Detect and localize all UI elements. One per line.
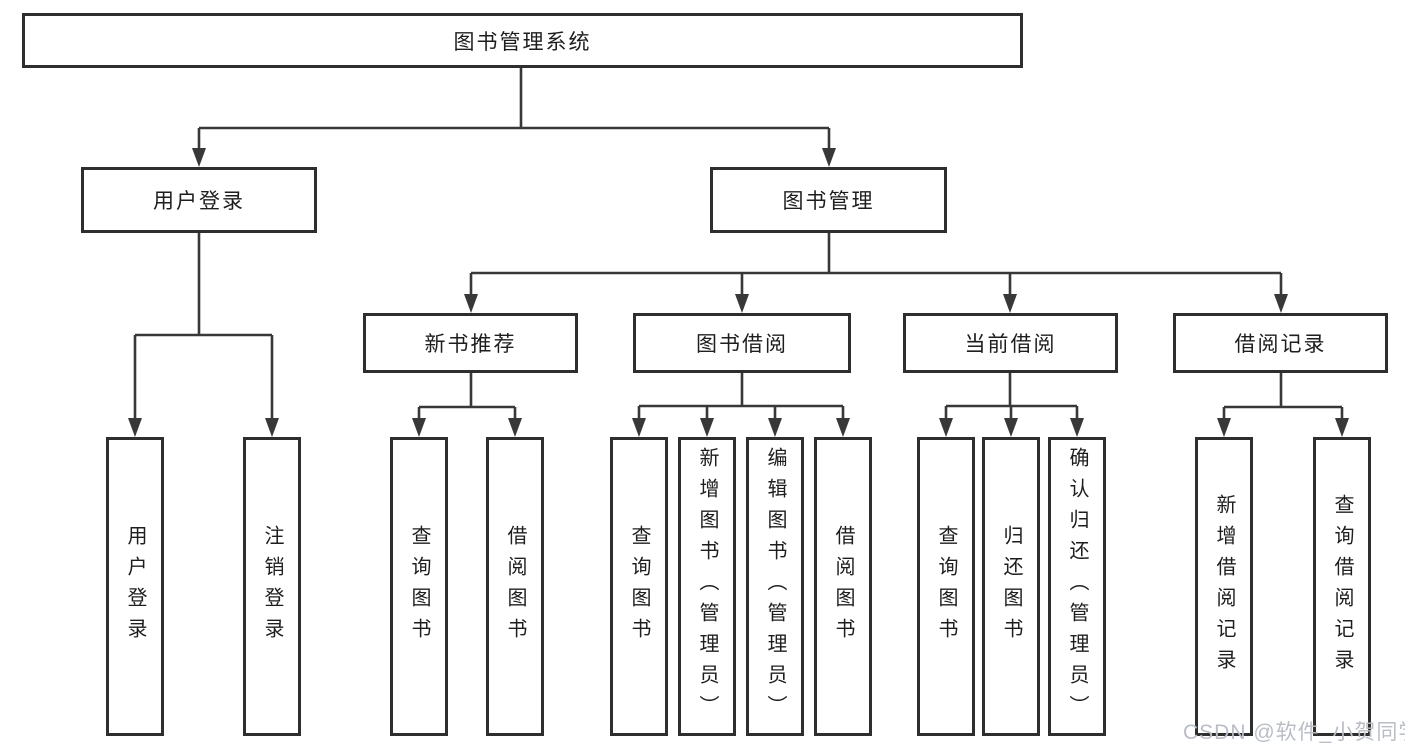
node-user-login: 用户登录	[81, 167, 317, 233]
leaf-current-confirm-return-admin: 确认归还（管理员）	[1048, 437, 1106, 736]
leaf-borrow-add-books-admin-label: 新增图书（管理员）	[696, 447, 718, 726]
arrowheads	[128, 148, 1349, 437]
leaf-borrow-borrow-books: 借阅图书	[814, 437, 872, 736]
leaf-records-add-record-label: 新增借阅记录	[1213, 493, 1235, 680]
node-current-borrow: 当前借阅	[903, 313, 1118, 373]
node-book-management: 图书管理	[710, 167, 947, 233]
leaf-records-query-record-label: 查询借阅记录	[1331, 493, 1353, 680]
leaf-current-return-books: 归还图书	[982, 437, 1040, 736]
node-new-book-recommend: 新书推荐	[363, 313, 578, 373]
leaf-current-query-books-label: 查询图书	[935, 524, 957, 649]
node-root-library-system: 图书管理系统	[22, 13, 1023, 68]
leaf-recommend-borrow-books: 借阅图书	[486, 437, 544, 736]
leaf-current-confirm-return-admin-label: 确认归还（管理员）	[1066, 447, 1088, 726]
leaf-current-return-books-label: 归还图书	[1000, 524, 1022, 649]
leaf-recommend-query-books-label: 查询图书	[408, 524, 430, 649]
leaf-borrow-borrow-books-label: 借阅图书	[832, 524, 854, 649]
leaf-borrow-query-books: 查询图书	[610, 437, 668, 736]
leaf-user-login-label: 用户登录	[124, 524, 146, 649]
leaf-borrow-query-books-label: 查询图书	[628, 524, 650, 649]
leaf-borrow-add-books-admin: 新增图书（管理员）	[678, 437, 736, 736]
node-borrow-records: 借阅记录	[1173, 313, 1388, 373]
leaf-borrow-edit-books-admin: 编辑图书（管理员）	[746, 437, 804, 736]
leaf-user-login: 用户登录	[106, 437, 164, 736]
leaf-logout: 注销登录	[243, 437, 301, 736]
leaf-recommend-borrow-books-label: 借阅图书	[504, 524, 526, 649]
csdn-watermark: CSDN @软件_小贺同学	[1183, 721, 1405, 744]
leaf-borrow-edit-books-admin-label: 编辑图书（管理员）	[764, 447, 786, 726]
leaf-records-query-record: 查询借阅记录	[1313, 437, 1371, 736]
node-book-borrow: 图书借阅	[633, 313, 851, 373]
leaf-logout-label: 注销登录	[261, 524, 283, 649]
leaf-recommend-query-books: 查询图书	[390, 437, 448, 736]
leaf-records-add-record: 新增借阅记录	[1195, 437, 1253, 736]
leaf-current-query-books: 查询图书	[917, 437, 975, 736]
